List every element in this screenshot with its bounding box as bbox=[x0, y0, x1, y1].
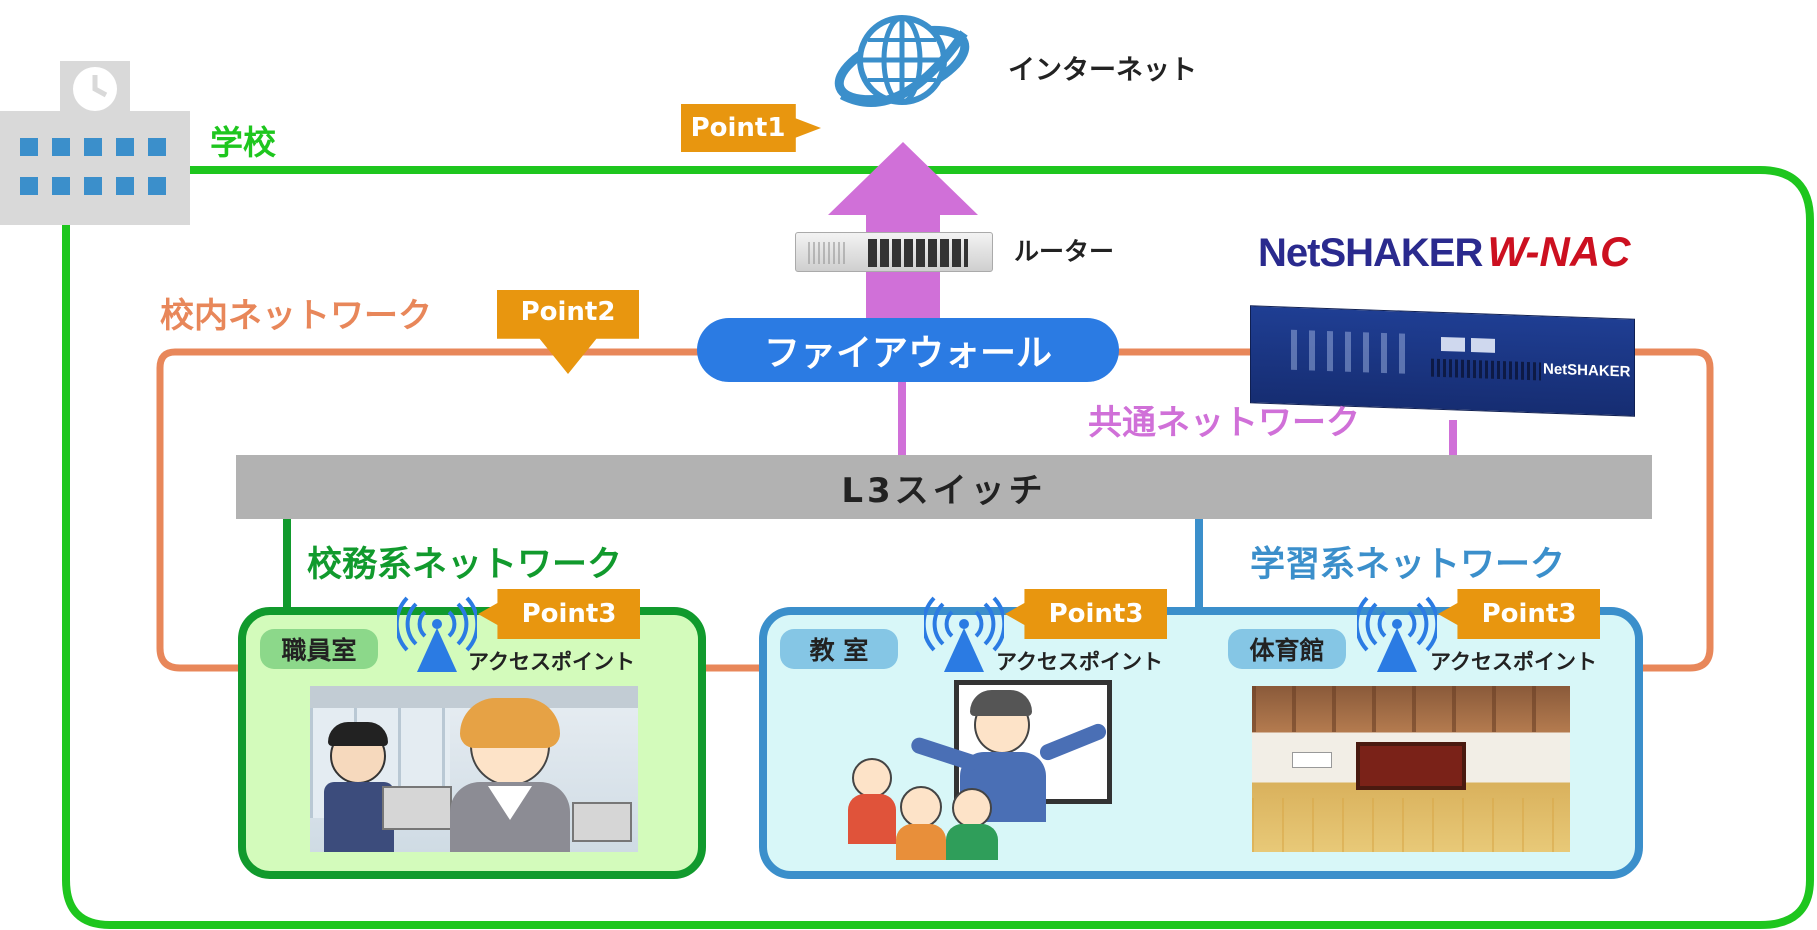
gym-label: 体育館 bbox=[1249, 636, 1325, 665]
wifi-antenna-icon bbox=[1357, 596, 1437, 672]
staff-room-tag: 職員室 bbox=[260, 629, 378, 669]
point3-badge: Point3 bbox=[478, 589, 640, 639]
campus-network-line bbox=[175, 348, 1714, 672]
product-logo: NetSHAKER W-NAC bbox=[1258, 228, 1631, 276]
router-label: ルーター bbox=[1014, 237, 1115, 266]
access-point-label: アクセスポイント bbox=[1430, 650, 1597, 674]
point1-label: Point1 bbox=[690, 113, 786, 143]
wifi-antenna-icon bbox=[924, 596, 1004, 672]
staff-room-illustration bbox=[310, 686, 638, 852]
school-label: 学校 bbox=[210, 123, 276, 162]
classroom-tag: 教 室 bbox=[780, 629, 898, 669]
firewall-label: ファイアウォール bbox=[763, 333, 1052, 374]
wifi-antenna-icon bbox=[397, 596, 477, 672]
point3-label: Point3 bbox=[1481, 599, 1577, 629]
access-point-label: アクセスポイント bbox=[996, 650, 1163, 674]
school-building-icon bbox=[0, 61, 190, 225]
point3-badge: Point3 bbox=[1005, 589, 1167, 639]
upstream-arrow bbox=[828, 142, 978, 320]
point3-badge: Point3 bbox=[1438, 589, 1600, 639]
school-border bbox=[62, 166, 1814, 929]
l3-switch-label: L3スイッチ bbox=[841, 470, 1047, 511]
globe-icon bbox=[834, 15, 970, 107]
learning-network-label: 学習系ネットワーク bbox=[1250, 545, 1566, 585]
firewall-node: ファイアウォール bbox=[697, 318, 1119, 382]
campus-network-label: 校内ネットワーク bbox=[160, 296, 432, 336]
point2-label: Point2 bbox=[520, 297, 616, 327]
gym-illustration bbox=[1252, 686, 1570, 852]
classroom-illustration bbox=[840, 676, 1120, 860]
product-device-label: NetSHAKER bbox=[1543, 360, 1631, 381]
internet-label: インターネット bbox=[1008, 55, 1197, 86]
product-brand: NetSHAKER bbox=[1258, 231, 1483, 275]
gym-tag: 体育館 bbox=[1228, 629, 1346, 669]
access-point-label: アクセスポイント bbox=[468, 650, 635, 674]
classroom-label: 教 室 bbox=[809, 636, 869, 665]
common-network-label: 共通ネットワーク bbox=[1088, 403, 1360, 443]
staff-room-label: 職員室 bbox=[281, 636, 357, 665]
point3-label: Point3 bbox=[521, 599, 617, 629]
admin-network-label: 校務系ネットワーク bbox=[307, 545, 623, 585]
router-device bbox=[795, 232, 993, 272]
l3-switch: L3スイッチ bbox=[236, 455, 1652, 519]
product-suffix: W-NAC bbox=[1487, 228, 1631, 275]
point3-label: Point3 bbox=[1048, 599, 1144, 629]
